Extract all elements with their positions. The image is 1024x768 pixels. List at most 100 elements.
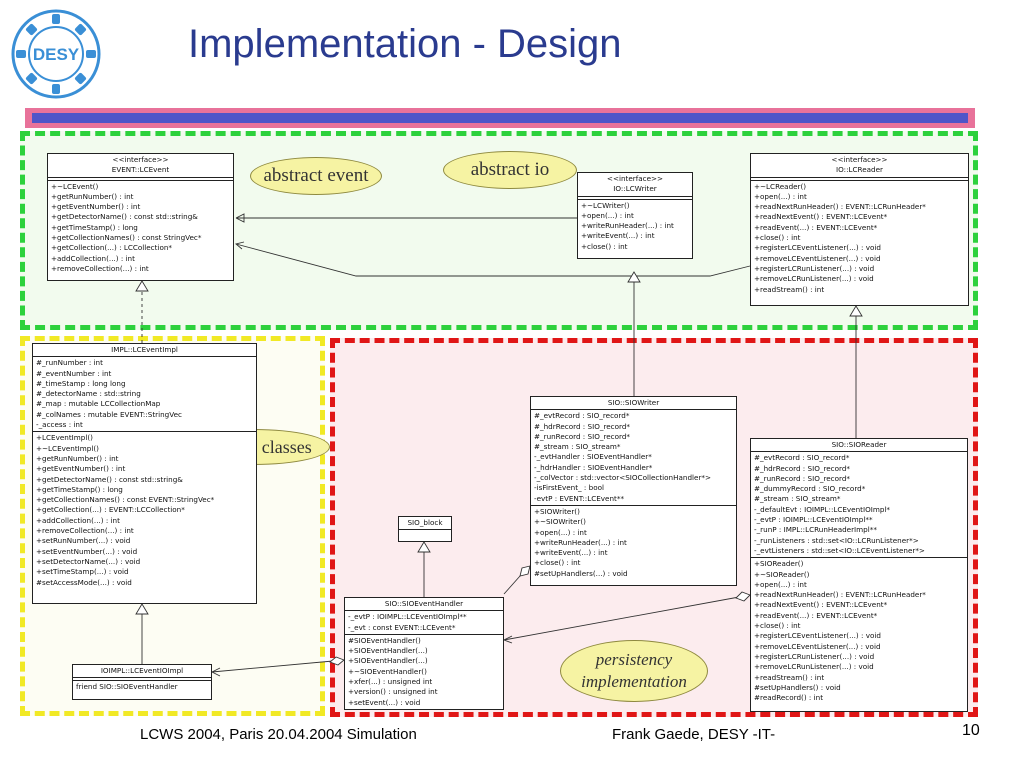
- class-header: SIO_block: [399, 517, 451, 531]
- attribute: #_detectorName : std::string: [36, 389, 141, 399]
- operation: +getTimeStamp() : long: [36, 484, 123, 494]
- class-attributes: [751, 178, 968, 181]
- attribute: -isFirstEvent_ : bool: [534, 483, 604, 493]
- class-operations: +SIOReader()+~SIOReader()+open(...) : in…: [751, 558, 967, 704]
- operation: +getCollectionNames() : const StringVec*: [51, 233, 202, 243]
- operation: #setAccessMode(...) : void: [36, 577, 132, 587]
- operation: +~SIOReader(): [754, 569, 810, 579]
- attribute: #_colNames : mutable EVENT::StringVec: [36, 409, 182, 419]
- class-attributes: [73, 678, 211, 682]
- arrowhead-open: [235, 213, 245, 223]
- attribute: -evtP : EVENT::LCEvent**: [534, 493, 625, 503]
- attribute: -_colVector : std::vector<SIOCollectionH…: [534, 473, 712, 483]
- operation: +LCEventImpl(): [36, 433, 93, 443]
- operation: +setEventNumber(...) : void: [36, 546, 138, 556]
- class-operations: friend SIO::SIOEventHandler: [73, 681, 211, 693]
- class-attributes: #_runNumber : int#_eventNumber : int#_ti…: [33, 357, 256, 433]
- operation: +removeCollection(...) : int: [51, 263, 149, 273]
- class-name: IOIMPL::LCEventIOImpl: [100, 666, 184, 675]
- attribute: #_stream : SIO_stream*: [534, 442, 621, 452]
- attribute: #_evtRecord : SIO_record*: [754, 453, 850, 463]
- abstract-event-label: abstract event: [263, 165, 369, 186]
- operation: +getCollection(...) : EVENT::LCCollectio…: [36, 505, 185, 515]
- class-operations: +~LCEvent()+getRunNumber() : int+getEven…: [48, 181, 233, 276]
- handler-ioimpl-aggregation: [211, 659, 345, 673]
- operation: friend SIO::SIOEventHandler: [76, 682, 178, 692]
- class-header: SIO::SIOReader: [751, 439, 967, 453]
- class-lcreader: <<interface>>IO::LCReader+~LCReader()+op…: [750, 153, 969, 306]
- operation: +getCollection(...) : LCCollection*: [51, 243, 172, 253]
- operation: +~LCEventImpl(): [36, 443, 99, 453]
- class-header: <<interface>>EVENT::LCEvent: [48, 154, 233, 178]
- class-header: SIO::SIOWriter: [531, 397, 736, 411]
- attribute: -_defaultEvt : IOIMPL::LCEventIOImpl*: [754, 504, 891, 514]
- class-stereotype: <<interface>>: [112, 155, 169, 164]
- attribute: -_evt : const EVENT::LCEvent*: [348, 622, 456, 632]
- operation: +getDetectorName() : const std::string&: [36, 474, 183, 484]
- operation: +open(...) : int: [754, 579, 807, 589]
- attribute: #_eventNumber : int: [36, 368, 112, 378]
- generalization-triangle: [135, 603, 149, 615]
- operation: +close() : int: [581, 241, 628, 251]
- class-header: <<interface>>IO::LCWriter: [578, 173, 692, 197]
- class-name: SIO::SIOReader: [831, 440, 887, 449]
- attribute: -_evtP : IOIMPL::LCEventIOImpl**: [348, 612, 467, 622]
- persistency-bubble: persistency implementation: [560, 640, 708, 702]
- operation: +close() : int: [754, 621, 801, 631]
- operation: +writeRunHeader(...) : int: [534, 537, 627, 547]
- class-header: SIO::SIOEventHandler: [345, 598, 503, 612]
- class-sioeventhandler: SIO::SIOEventHandler-_evtP : IOIMPL::LCE…: [344, 597, 504, 710]
- operation: +registerLCRunListener(...) : void: [754, 263, 875, 273]
- operation: +open(...) : int: [754, 191, 807, 201]
- attribute: -_hdrHandler : SIOEventHandler*: [534, 462, 653, 472]
- attribute: -_access : int: [36, 420, 83, 430]
- class-name: IO::LCReader: [836, 165, 883, 175]
- class-name: EVENT::LCEvent: [111, 165, 170, 175]
- class-operations: #SIOEventHandler()+SIOEventHandler(...)+…: [345, 635, 503, 709]
- operation: +removeLCEventListener(...) : void: [754, 253, 881, 263]
- operation: #readRecord() : int: [754, 693, 824, 703]
- operation: +getRunNumber() : int: [36, 453, 119, 463]
- operation: +getDetectorName() : const std::string&: [51, 212, 198, 222]
- operation: +getEventNumber() : int: [51, 202, 141, 212]
- class-name: SIO_block: [407, 518, 443, 527]
- operation: +~SIOEventHandler(): [348, 666, 427, 676]
- operation: +close() : int: [754, 233, 801, 243]
- class-attributes: -_evtP : IOIMPL::LCEventIOImpl**-_evt : …: [345, 611, 503, 635]
- operation: +removeLCRunListener(...) : void: [754, 662, 874, 672]
- operation: +readNextEvent() : EVENT::LCEvent*: [754, 212, 888, 222]
- operation: +removeLCEventListener(...) : void: [754, 641, 881, 651]
- logo-text: DESY: [33, 45, 80, 64]
- operation: +writeEvent(...) : int: [534, 548, 608, 558]
- class-stereotype: <<interface>>: [606, 174, 664, 183]
- operation: +registerLCEventListener(...) : void: [754, 631, 881, 641]
- operation: +close() : int: [534, 558, 581, 568]
- operation: +SIOEventHandler(...): [348, 656, 428, 666]
- operation: +open(...) : int: [534, 527, 587, 537]
- operation: +readEvent(...) : EVENT::LCEvent*: [754, 222, 878, 232]
- operation: +~SIOWriter(): [534, 517, 586, 527]
- operation: +setRunNumber(...) : void: [36, 536, 131, 546]
- operation: +readStream() : int: [754, 672, 825, 682]
- generalization-triangle: [849, 305, 863, 317]
- operation: +registerLCEventListener(...) : void: [754, 243, 881, 253]
- class-attributes: [578, 197, 692, 200]
- operation: +writeRunHeader(...) : int: [581, 221, 674, 231]
- class-name: SIO::SIOEventHandler: [384, 599, 464, 608]
- attribute: #_hdrRecord : SIO_record*: [534, 421, 630, 431]
- generalization-triangle: [627, 271, 641, 283]
- operation: +readStream() : int: [754, 284, 825, 294]
- operation: +~LCReader(): [754, 181, 807, 191]
- attribute: #_hdrRecord : SIO_record*: [754, 463, 850, 473]
- operation: +open(...) : int: [581, 210, 634, 220]
- class-name: IMPL::LCEventImpl: [111, 345, 178, 354]
- class-header: IMPL::LCEventImpl: [33, 344, 256, 358]
- abstract-event-bubble: abstract event: [250, 157, 382, 195]
- operation: #setUpHandlers() : void: [754, 682, 841, 692]
- arrowhead-open: [235, 241, 245, 250]
- generalization-triangle: [417, 541, 431, 553]
- attribute: -_evtListeners : std::set<IO::LCEventLis…: [754, 545, 925, 555]
- operation: +readEvent(...) : EVENT::LCEvent*: [754, 610, 878, 620]
